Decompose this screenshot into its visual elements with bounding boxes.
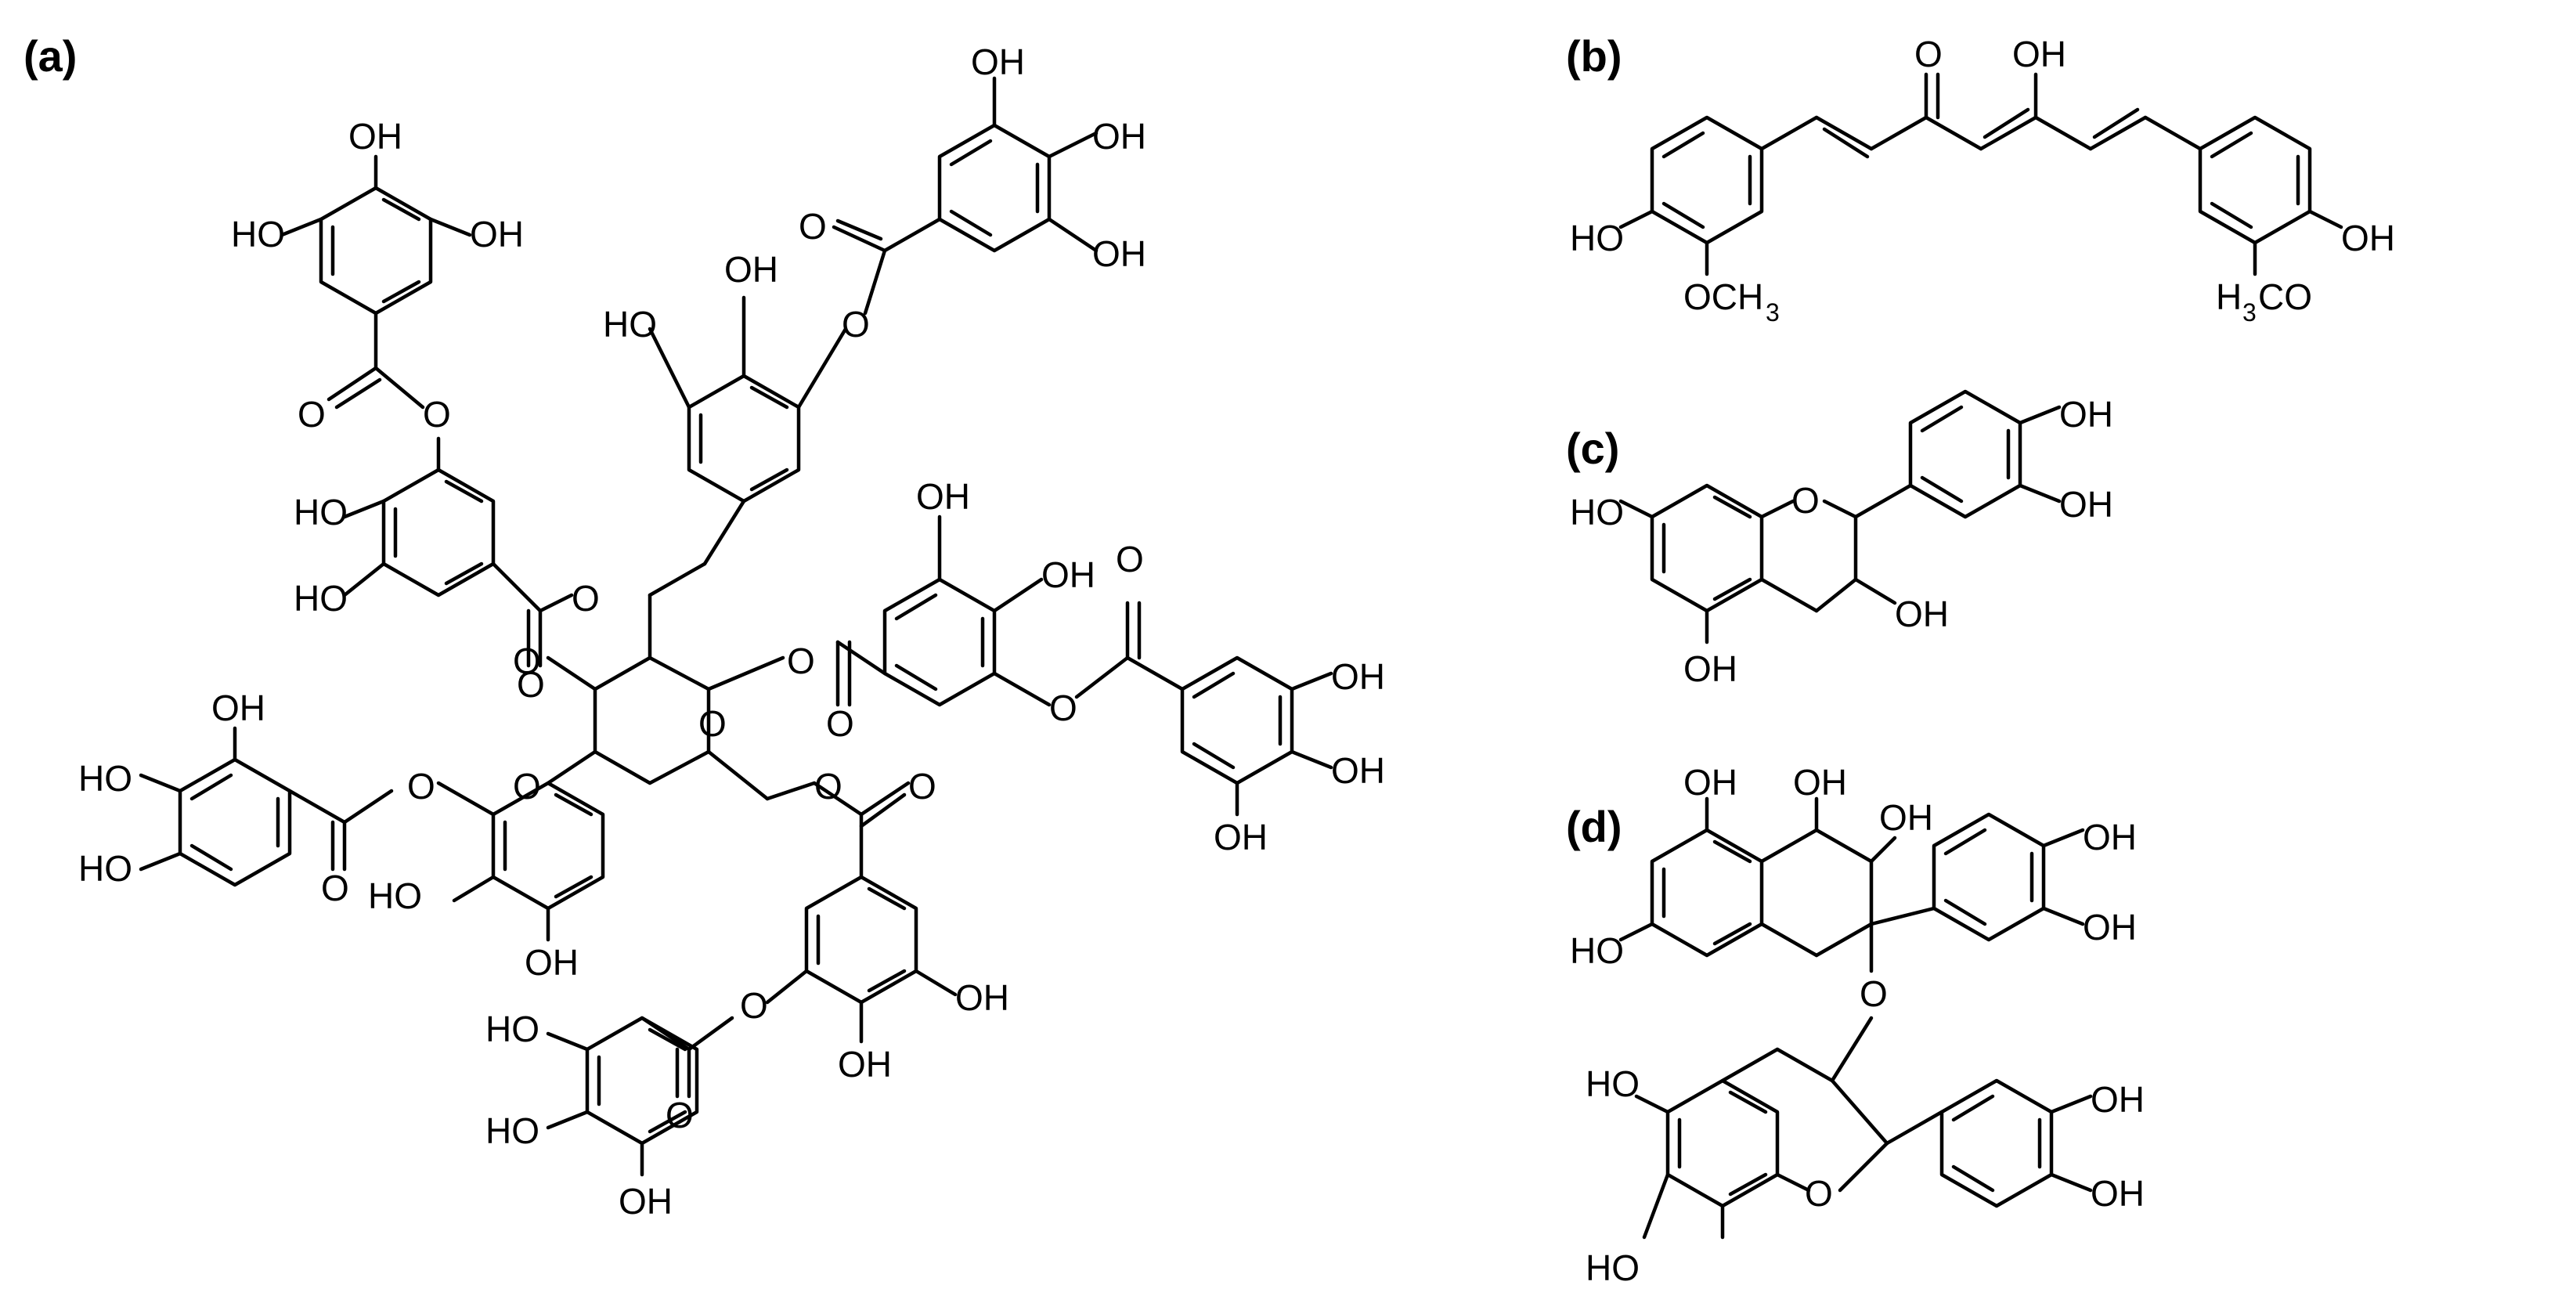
enol-oh-label: OH [2012, 34, 2066, 74]
oh-label: OH [525, 942, 579, 983]
oh-label: OH [470, 214, 524, 254]
oh-label: OH [2083, 907, 2137, 948]
pyran-oxygen: O [1805, 1173, 1833, 1214]
oh-label: OH [838, 1044, 892, 1085]
panel-label-a: (a) [23, 31, 78, 81]
galloyl-ring-far-left: OH HO HO [78, 688, 347, 889]
glucose-core: O O O O O [513, 499, 842, 807]
oh-label: OH [1879, 797, 1933, 838]
ester-o: O [572, 578, 600, 619]
oh-label: OH [916, 476, 970, 517]
oh-label: OH [348, 116, 402, 157]
galloyl-ring-bottom: HO HO OH [485, 1009, 699, 1222]
ester-o: O [407, 766, 435, 807]
oh-label: HO [1586, 1247, 1640, 1288]
oh-label: OH [1092, 233, 1146, 274]
galloyl-ring-right-middle: OH OH O O O [826, 476, 1185, 744]
oh-label: OH [2091, 1173, 2145, 1214]
methoxy-subscript: 3 [1766, 298, 1780, 327]
methoxy-label-co: CO [2258, 276, 2312, 317]
galloyl-ring-lower-left: HO OH O O [321, 766, 605, 983]
panel-label-d: (d) [1566, 802, 1622, 851]
oh-label: OH [724, 249, 778, 290]
carbonyl-o: O [298, 394, 326, 435]
oh-label: OH [1331, 656, 1385, 697]
keto-oxygen: O [1914, 34, 1943, 74]
panel-label-b: (b) [1566, 31, 1622, 81]
oh-label: HO [485, 1110, 539, 1151]
ester-o: O [740, 985, 768, 1026]
panel-label-c: (c) [1566, 424, 1620, 473]
catechin-structure: HO OH O OH OH OH [1570, 389, 2113, 689]
oh-label: OH [1683, 648, 1737, 689]
methoxy-label-h: H [2216, 276, 2242, 317]
oh-label: HO [1570, 218, 1624, 258]
ring-oxygen: O [698, 703, 727, 744]
tannic-acid-structure: O O O O O [78, 42, 1385, 1222]
oh-label: OH [2091, 1079, 2145, 1120]
galloyl-ring-top-left: OH HO OH O O [231, 116, 524, 435]
carbonyl-o: O [1116, 539, 1144, 579]
oh-label: HO [485, 1009, 539, 1049]
oh-label: OH [2059, 484, 2113, 525]
carbonyl-o: O [908, 766, 936, 807]
curcumin-structure: HO OCH 3 O OH OH [1570, 34, 2395, 327]
oh-label: OH [2059, 394, 2113, 435]
oh-label: OH [619, 1181, 673, 1222]
ester-o: O [423, 394, 451, 435]
ether-oxygen: O [1860, 973, 1888, 1014]
procyanidin-structure: OH HO OH OH OH OH O [1570, 762, 2145, 1288]
oh-label: OH [1895, 594, 1949, 634]
pyran-oxygen: O [1791, 480, 1820, 521]
carbonyl-o: O [517, 664, 545, 705]
oh-label: OH [955, 977, 1009, 1018]
oh-label: HO [294, 578, 348, 619]
oh-label: OH [1331, 750, 1385, 791]
carbonyl-o: O [321, 868, 349, 908]
oh-label: OH [1092, 116, 1146, 157]
oh-label: OH [211, 688, 265, 728]
oh-label: OH [2341, 218, 2395, 258]
methoxy-subscript: 3 [2242, 298, 2257, 327]
ester-o-2: O [787, 641, 815, 681]
oh-label: OH [1793, 762, 1847, 803]
galloyl-ring-upper-center: HO OH O O [603, 206, 942, 504]
oh-label: OH [971, 42, 1025, 82]
ester-o: O [1049, 688, 1077, 728]
galloyl-ring-top-right: OH OH OH [937, 42, 1146, 274]
oh-label: HO [1570, 492, 1624, 532]
oh-label: HO [1586, 1063, 1640, 1104]
oh-label: OH [1214, 817, 1268, 857]
oh-label: HO [294, 492, 348, 532]
oh-label: OH [1683, 762, 1737, 803]
oh-label: OH [2083, 817, 2137, 857]
oh-label: HO [231, 214, 285, 254]
methoxy-label: OCH [1683, 276, 1763, 317]
oh-label: OH [1041, 554, 1095, 595]
oh-label: HO [78, 758, 132, 799]
galloyl-ring-far-right: OH OH OH [1180, 655, 1385, 857]
galloyl-ring-left-middle: HO HO O O [294, 436, 600, 705]
oh-label: HO [78, 848, 132, 889]
oh-label: HO [1570, 930, 1624, 971]
carbonyl-o: O [826, 703, 854, 744]
oh-label: HO [368, 875, 422, 916]
carbonyl-o: O [799, 206, 827, 247]
oh-label: HO [603, 304, 657, 345]
